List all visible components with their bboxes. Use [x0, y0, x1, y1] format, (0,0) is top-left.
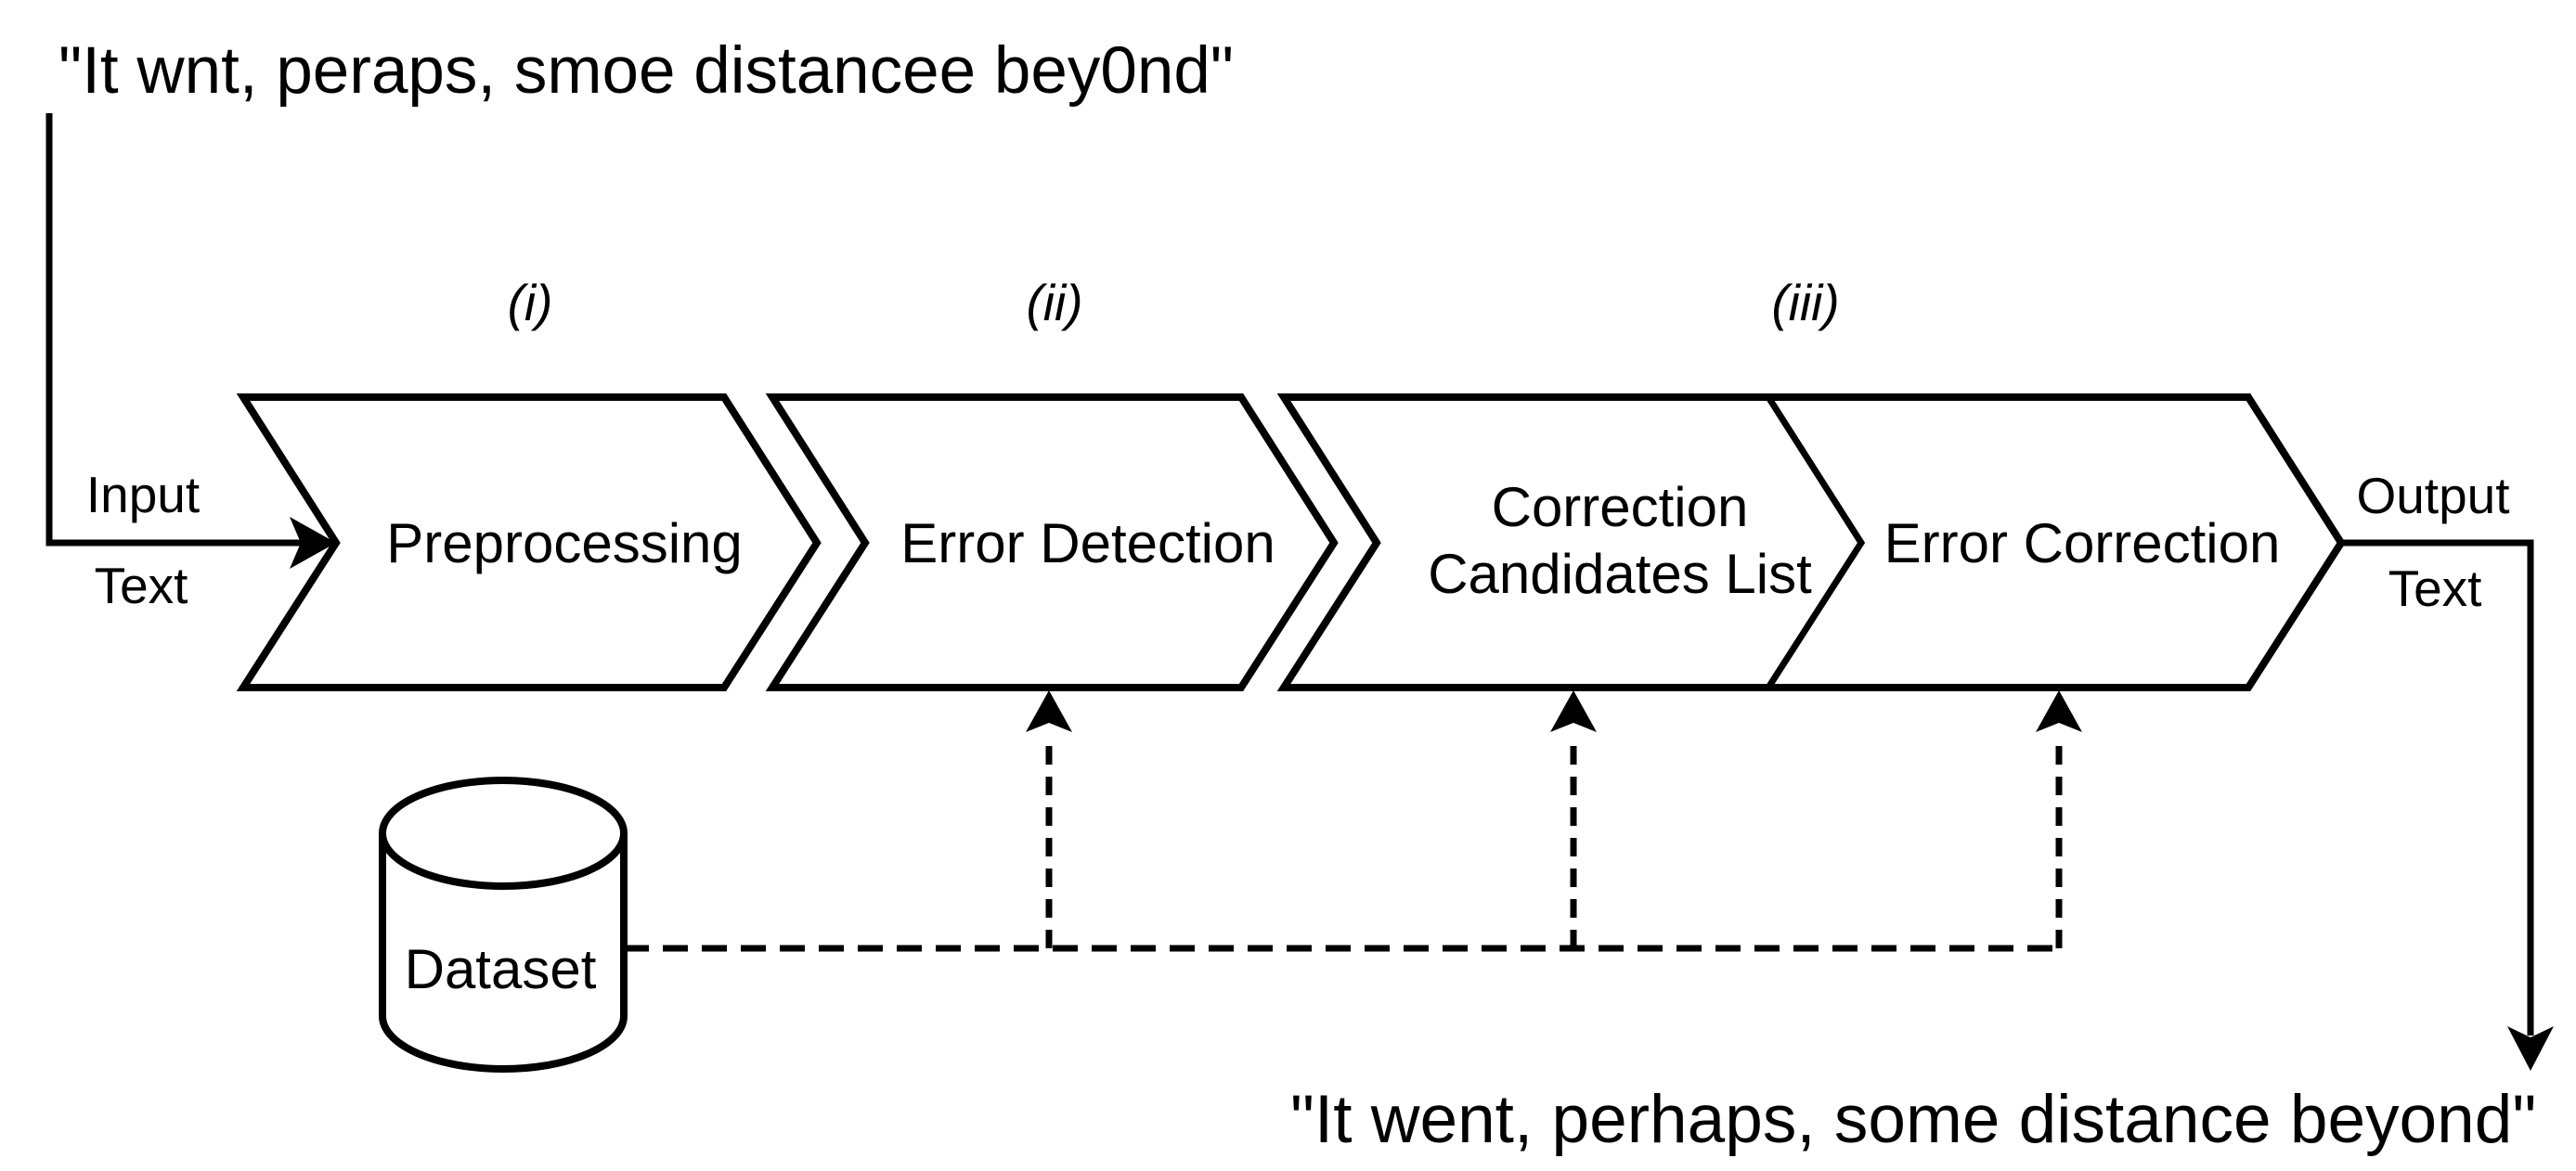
chevron-internal-divider [1766, 395, 1866, 689]
output-label-line2: Text [2388, 560, 2482, 617]
stage-label-error-correction: Error Correction [1884, 512, 2281, 574]
dataset-arrowhead-error-detection-icon [1026, 690, 1072, 732]
input-arrowhead-icon [290, 517, 336, 569]
dataset-arrowhead-correction-candidates-icon [1550, 690, 1597, 732]
dataset-arrowhead-error-correction-icon [2036, 690, 2082, 732]
input-label-line2: Text [95, 557, 188, 614]
stage-label-correction-candidates-line2: Candidates List [1428, 543, 1812, 605]
input-label-line1: Input [86, 466, 200, 523]
chevron-preprocessing [236, 393, 822, 691]
dataset-label: Dataset [405, 938, 597, 1000]
dataset-cylinder-body [379, 833, 628, 1073]
stage-label-error-detection: Error Detection [900, 512, 1275, 574]
chevron-correction-stage [1276, 393, 2346, 691]
dataset-cylinder-top [379, 777, 628, 890]
output-flow-line [2341, 539, 2534, 1036]
stage-numeral-ii: (ii) [1026, 274, 1082, 331]
stage-label-correction-candidates-line1: Correction [1492, 476, 1749, 538]
stage-numeral-i: (i) [508, 274, 553, 331]
output-quote-text: "It went, perhaps, some distance beyond" [1290, 1082, 2536, 1157]
input-flow-line [45, 113, 301, 547]
stage-label-preprocessing: Preprocessing [386, 512, 743, 574]
chevron-error-detection [765, 393, 1339, 691]
stage-numeral-iii: (iii) [1771, 274, 1839, 331]
output-label-line1: Output [2356, 467, 2509, 524]
input-quote-text: "It wnt, peraps, smoe distancee bey0nd" [58, 34, 1234, 108]
output-arrowhead-icon [2507, 1026, 2554, 1071]
